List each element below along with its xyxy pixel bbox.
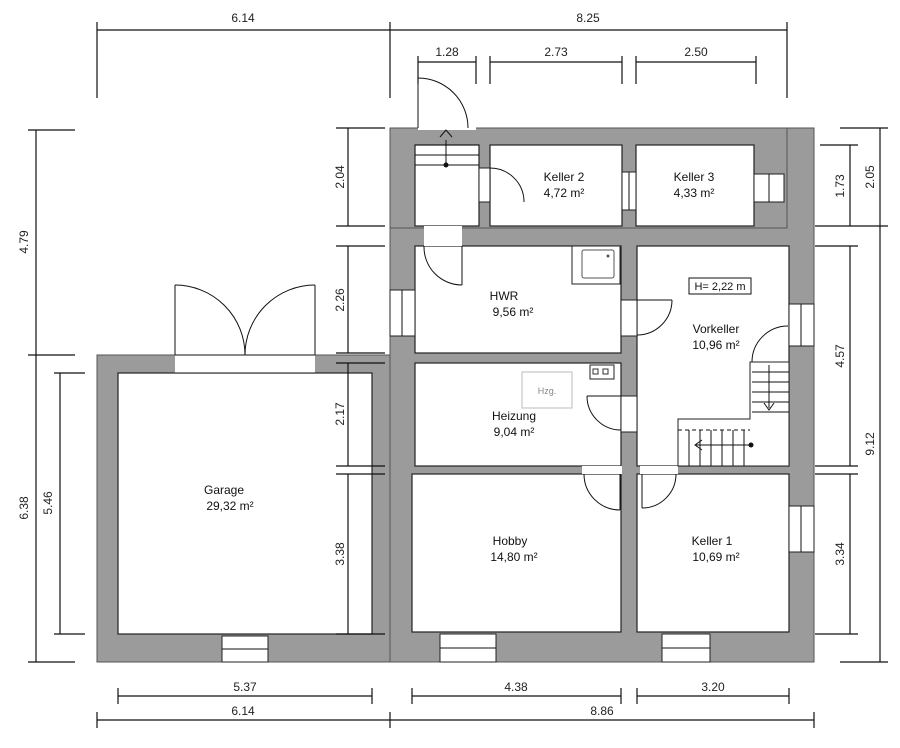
room-area-keller3: 4,33 m² (674, 186, 715, 200)
height-note-box (688, 277, 752, 295)
room-area-vorkeller: 10,96 m² (692, 338, 739, 352)
dim-mid-2: 2.26 (333, 288, 347, 312)
room-area-keller2: 4,72 m² (544, 186, 585, 200)
dim-left-lower: 6.38 (17, 496, 31, 520)
dim-right-5: 3.34 (833, 542, 847, 566)
dim-top-seg3: 2.50 (684, 45, 708, 59)
room-area-hobby: 14,80 m² (490, 550, 537, 564)
dim-left-upper: 4.79 (17, 230, 31, 254)
dim-mid-3: 2.17 (333, 402, 347, 426)
dim-bottom-3: 3.20 (701, 680, 725, 694)
dim-right-2: 2.05 (863, 165, 877, 189)
dim-bottom-4: 6.14 (231, 704, 255, 718)
dim-right-1: 1.73 (833, 174, 847, 198)
dim-top-seg2: 2.73 (544, 45, 568, 59)
room-name-heizung: Heizung (492, 409, 536, 423)
dim-mid-4: 3.38 (333, 542, 347, 566)
dim-bottom-1: 5.37 (233, 680, 257, 694)
doors (174, 77, 789, 511)
dim-top-right: 8.25 (576, 11, 600, 25)
room-name-keller2: Keller 2 (544, 170, 585, 184)
height-note: H= 2,22 m (694, 281, 745, 293)
windows (221, 171, 815, 663)
dimension-labels: 6.14 8.25 1.28 2.73 2.50 4.79 6.38 5.46 … (17, 11, 877, 718)
room-name-garage: Garage (204, 483, 244, 497)
room-area-hwr: 9,56 m² (493, 305, 534, 319)
room-area-heizung: 9,04 m² (494, 425, 535, 439)
room-area-keller1: 10,69 m² (692, 550, 739, 564)
room-name-hwr: HWR (490, 289, 519, 303)
dim-right-3: 4.57 (833, 344, 847, 368)
room-name-keller1: Keller 1 (692, 534, 733, 548)
dim-left-garage: 5.46 (41, 491, 55, 515)
dim-right-4: 9.12 (863, 432, 877, 456)
room-floors (117, 144, 790, 635)
stairs (415, 129, 790, 467)
boiler-label: Hzg. (538, 386, 557, 396)
dim-bottom-5: 8.86 (590, 704, 614, 718)
fixtures (521, 245, 752, 409)
dim-top-left: 6.14 (231, 11, 255, 25)
boiler-icon (521, 371, 573, 409)
room-area-garage: 29,32 m² (206, 499, 253, 513)
room-name-keller3: Keller 3 (674, 170, 715, 184)
dimension-lines (28, 22, 888, 728)
room-name-vorkeller: Vorkeller (693, 322, 740, 336)
dim-mid-1: 2.04 (333, 165, 347, 189)
dim-top-seg1: 1.28 (435, 45, 459, 59)
room-labels: Keller 2 4,72 m² Keller 3 4,33 m² HWR 9,… (204, 170, 746, 564)
dim-bottom-2: 4.38 (504, 680, 528, 694)
room-name-hobby: Hobby (493, 534, 528, 548)
